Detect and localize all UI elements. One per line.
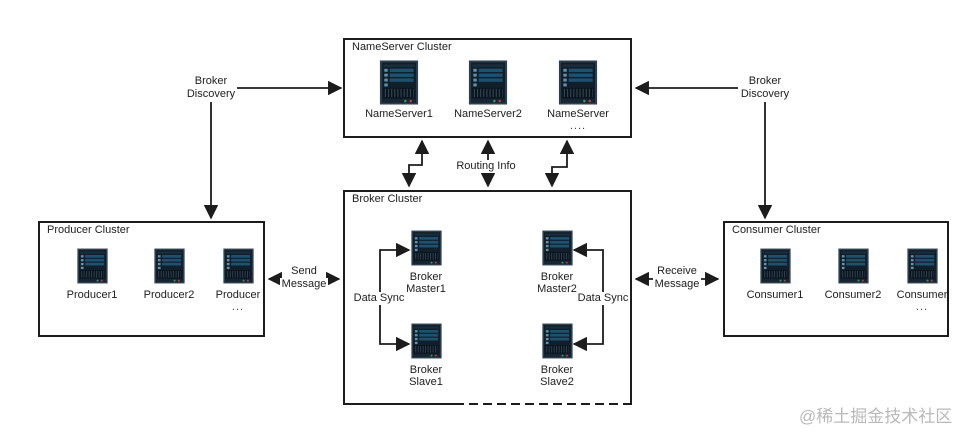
arrow-routing-info-left <box>401 139 430 188</box>
edge-label-line: Receive <box>655 265 699 278</box>
server-icon <box>77 246 108 286</box>
watermark: @稀土掘金技术社区 <box>799 407 953 426</box>
edge-label-line: Discovery <box>738 88 792 101</box>
node-nameserver2: NameServer2 <box>443 60 533 120</box>
nameserver-cluster-title: NameServer Cluster <box>352 41 452 53</box>
producer-cluster-box: Producer Cluster <box>38 221 265 337</box>
server-label: NameServer2 <box>454 108 522 120</box>
edge-label-data-sync-right: Data Sync <box>563 292 643 305</box>
edge-label-line: Message <box>279 278 329 291</box>
server-icon <box>154 246 185 286</box>
edge-label-line: Broker <box>192 75 230 88</box>
server-icon <box>223 246 254 286</box>
edge-label-data-sync-left: Data Sync <box>339 292 419 305</box>
server-label: NameServer1 <box>365 108 433 120</box>
server-label: Broker <box>540 271 574 283</box>
consumer-cluster-box: Consumer Cluster <box>723 221 949 337</box>
server-label: Slave2 <box>540 376 574 388</box>
server-icon <box>379 60 419 105</box>
node-nameserver-n: NameServer .... <box>533 60 623 132</box>
edge-label-line: Routing Info <box>454 160 518 173</box>
consumer-cluster-title: Consumer Cluster <box>732 224 821 236</box>
server-label: Producer1 <box>66 289 118 301</box>
server-label: Slave1 <box>409 376 443 388</box>
edge-label-broker-discovery-right: Broker Discovery <box>725 75 805 101</box>
server-label: Consumer2 <box>824 289 882 301</box>
arrow-routing-info-right <box>544 139 575 188</box>
server-icon <box>542 228 573 268</box>
server-icon <box>542 321 573 361</box>
server-label: Broker <box>409 364 443 376</box>
server-label: Producer2 <box>143 289 195 301</box>
edge-label-receive-message: Receive Message <box>637 265 717 291</box>
nameserver-cluster-box: NameServer Cluster <box>343 38 632 138</box>
edge-label-line: Discovery <box>184 88 238 101</box>
server-label: Broker <box>540 364 574 376</box>
server-label: NameServer <box>547 108 609 120</box>
server-icon <box>411 228 442 268</box>
node-producer1: Producer1 <box>52 246 132 301</box>
node-consumer1: Consumer1 <box>735 246 815 301</box>
server-icon <box>468 60 508 105</box>
server-label: Consumer1 <box>746 289 804 301</box>
server-icon <box>411 321 442 361</box>
server-icon <box>760 246 791 286</box>
edge-label-line: Data Sync <box>575 292 631 305</box>
node-producer-n: Producer ... <box>198 246 278 313</box>
broker-cluster-title: Broker Cluster <box>352 193 423 205</box>
edge-label-line: Message <box>652 278 702 291</box>
edge-label-line: Send <box>289 265 319 278</box>
server-icon <box>558 60 598 105</box>
more-servers-ellipsis: .... <box>569 120 587 132</box>
node-consumer2: Consumer2 <box>813 246 893 301</box>
node-broker-slave2: Broker Slave2 <box>519 321 595 388</box>
more-servers-ellipsis: ... <box>231 301 245 313</box>
server-label: Producer <box>215 289 261 301</box>
node-broker-master2: Broker Master2 <box>519 228 595 295</box>
edge-label-line: Broker <box>746 75 784 88</box>
node-nameserver1: NameServer1 <box>354 60 444 120</box>
server-label: Master1 <box>406 283 446 295</box>
more-servers-ellipsis: ... <box>915 301 929 313</box>
edge-label-send-message: Send Message <box>264 265 344 291</box>
server-label: Consumer <box>896 289 948 301</box>
edge-label-routing-info: Routing Info <box>436 160 536 173</box>
server-label: Master2 <box>537 283 577 295</box>
server-label: Broker <box>409 271 443 283</box>
node-consumer-n: Consumer ... <box>882 246 962 313</box>
edge-label-line: Data Sync <box>351 292 407 305</box>
producer-cluster-title: Producer Cluster <box>47 224 130 236</box>
edge-label-broker-discovery-left: Broker Discovery <box>171 75 251 101</box>
broker-cluster-box: Broker Cluster <box>343 190 632 405</box>
server-icon <box>838 246 869 286</box>
node-producer2: Producer2 <box>129 246 209 301</box>
server-icon <box>907 246 938 286</box>
node-broker-master1: Broker Master1 <box>388 228 464 295</box>
node-broker-slave1: Broker Slave1 <box>388 321 464 388</box>
